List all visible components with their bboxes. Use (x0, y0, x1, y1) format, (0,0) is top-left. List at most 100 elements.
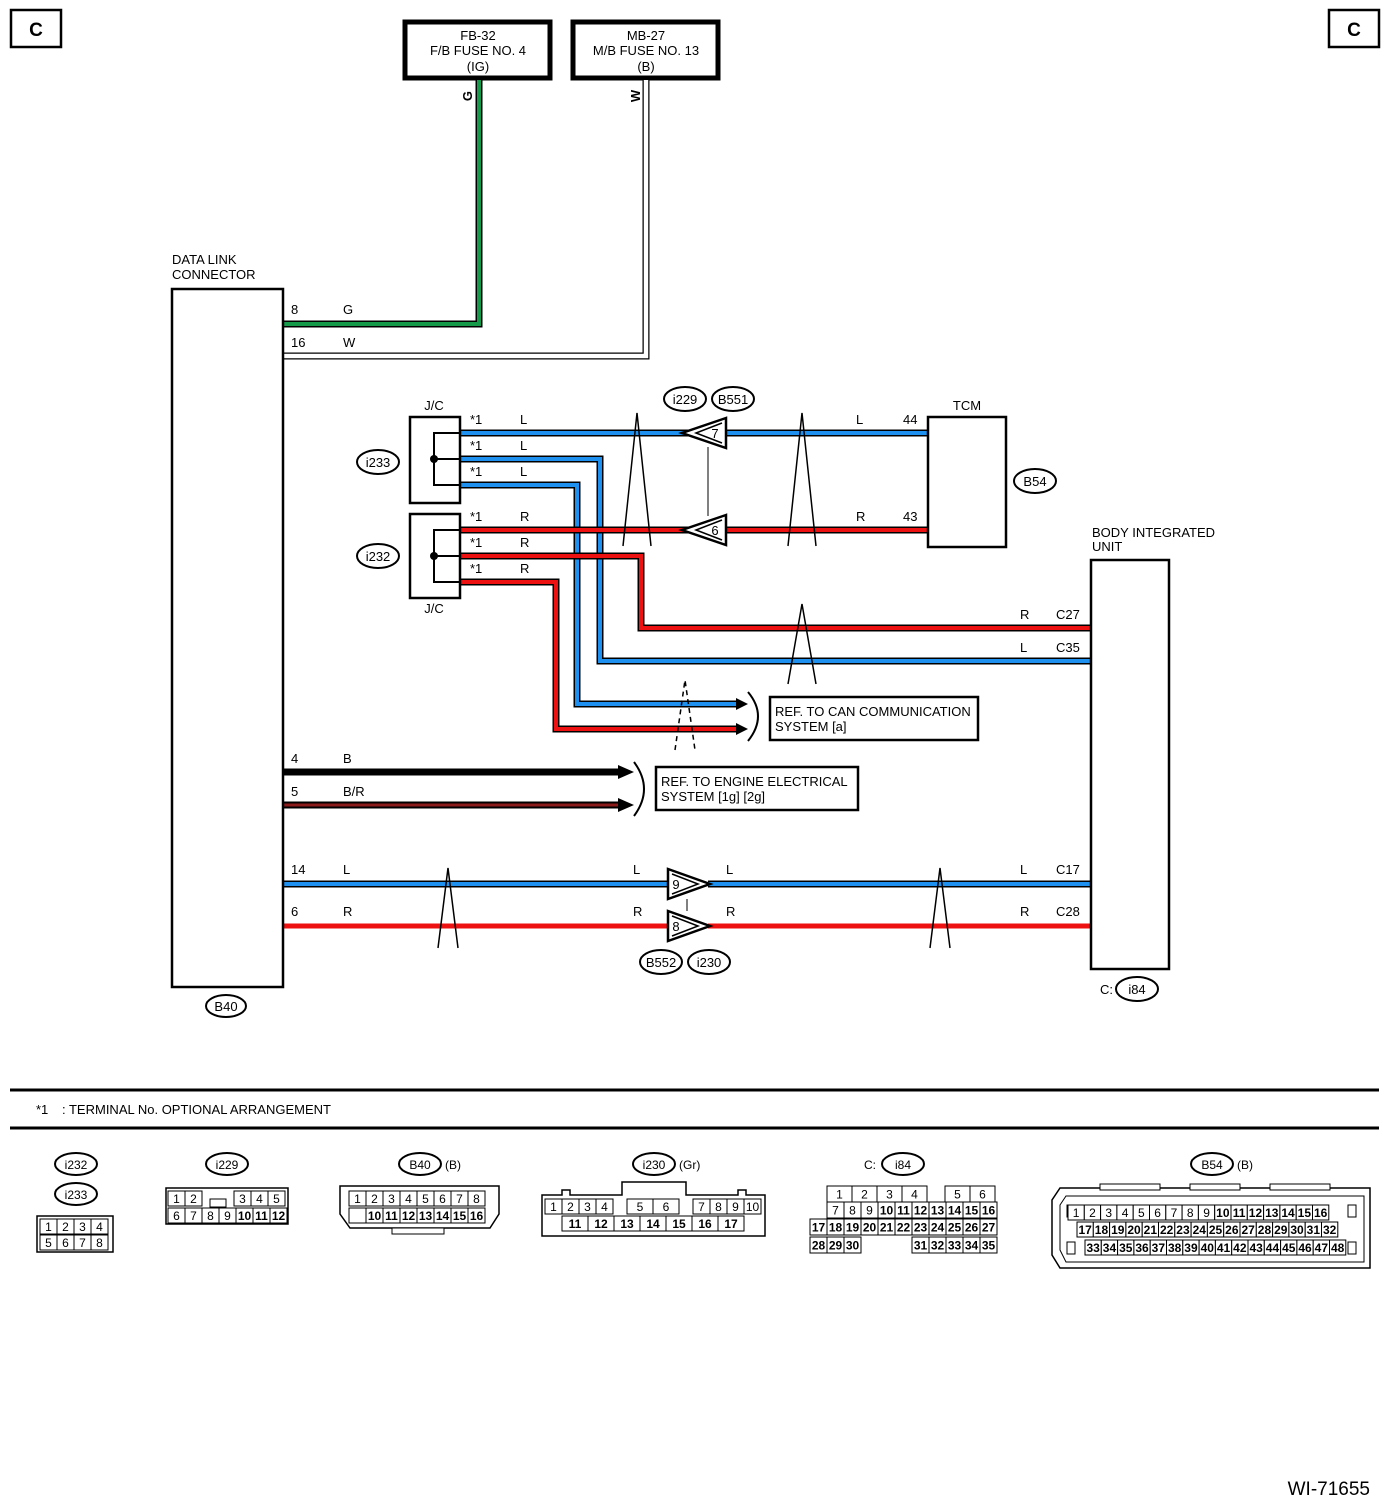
cv-i84-row1a-pin-2: 2 (861, 1188, 868, 1202)
cv-i230-bottom-pin-17: 17 (724, 1217, 738, 1231)
cv-i230-ref: i230 (643, 1158, 666, 1172)
bottom-conn-ref2-oval (687, 949, 731, 975)
jc-top-row3-color: L (520, 464, 527, 479)
dlc-label-line1: DATA LINK (172, 252, 237, 267)
twist-marker-4 (674, 679, 696, 751)
jc-bottom-row2-color: R (520, 535, 529, 550)
cv-i84-row3-pin-27: 27 (982, 1221, 996, 1235)
biu-pin-c27: C27 (1056, 607, 1080, 622)
cv-b54-row3-pin-43: 43 (1249, 1241, 1263, 1255)
cv-i84-row4b-pin-35: 35 (982, 1239, 996, 1253)
cv-i233-ref-oval (54, 1182, 98, 1206)
cv-i84-row4a-pin-29: 29 (829, 1239, 843, 1253)
cv-b40-bottom-pin-10: 10 (368, 1209, 382, 1223)
cv-i84-row3-pin-24: 24 (931, 1221, 945, 1235)
cv-i84-row2b-pin-16: 16 (982, 1204, 996, 1218)
data-link-connector (170, 287, 285, 989)
cv-i230-topright-pin-8: 8 (715, 1200, 722, 1214)
bottom-conn-ref1: B552 (646, 955, 676, 970)
cv-b54-row2-pin-29: 29 (1274, 1223, 1288, 1237)
cv-i84-row2b-cell-16 (979, 1201, 998, 1219)
cv-b54-row2-pin-21: 21 (1144, 1223, 1158, 1237)
cv-b54-row2-pin-25: 25 (1209, 1223, 1223, 1237)
corner-label-left: C (29, 20, 43, 41)
cv-b40-bottom-pin-12: 12 (402, 1209, 416, 1223)
biu-ref: i84 (1128, 982, 1145, 997)
cv-b54-row3-pin-41: 41 (1217, 1241, 1231, 1255)
cv-b54-ref: B54 (1201, 1158, 1223, 1172)
cv-i229-key (209, 1198, 227, 1208)
dlc-pin-14-color: L (343, 862, 350, 877)
cv-b54-row1a-pin-5: 5 (1138, 1206, 1145, 1220)
bottom-conn-pin8-inner (671, 915, 701, 937)
cv-b40-bottom-pin-11: 11 (385, 1209, 398, 1223)
cv-i84-row2b-pin-13: 13 (931, 1204, 945, 1218)
bottom-conn-right-color1: L (726, 862, 733, 877)
cv-b54-row2-cell-32 (1321, 1221, 1339, 1238)
cv-i84-row2b-pin-12: 12 (914, 1204, 928, 1218)
fuse-box-fb32 (402, 19, 553, 81)
cv-i229-bottom-a-pin-7: 7 (190, 1209, 197, 1223)
cv-i230-topright-pin-10: 10 (746, 1200, 760, 1214)
cv-i84-row1a-pin-4: 4 (911, 1188, 918, 1202)
tcm-box (926, 415, 1008, 549)
tcm-conn-pin6 (678, 513, 728, 547)
biu-pin-c35-color: L (1020, 640, 1027, 655)
body-integrated-unit (1089, 558, 1171, 971)
cv-i229-topright-pin-4: 4 (256, 1192, 263, 1206)
cv-i230-bottom-pin-13: 13 (620, 1217, 634, 1231)
arrow-can-l (736, 698, 748, 710)
cv-b40-top-pin-3: 3 (388, 1192, 395, 1206)
jc-bottom-ref: i232 (366, 549, 391, 564)
ref-engine-line2: SYSTEM [1g] [2g] (661, 789, 765, 804)
cv-i84-row3-pin-25: 25 (948, 1221, 962, 1235)
cv-b54-row2-pin-19: 19 (1111, 1223, 1125, 1237)
dlc-pin-4-color: B (343, 751, 352, 766)
cv-i232-top-pin-2: 2 (62, 1220, 69, 1234)
bottom-conn-pin9-label: 9 (672, 877, 679, 892)
fuse-box-mb27 (570, 19, 721, 81)
cv-i230-topmid-pin-6: 6 (663, 1200, 670, 1214)
biu-pin-c28-color: R (1020, 904, 1029, 919)
cv-b54-latch-2 (1347, 1204, 1357, 1218)
cv-b54-row3-pin-42: 42 (1233, 1241, 1247, 1255)
dlc-pin-16-color: W (343, 335, 356, 350)
cv-b40-top-cell-8 (467, 1190, 486, 1207)
jc-top-ref: i233 (366, 455, 391, 470)
cv-b54-row2-pin-28: 28 (1258, 1223, 1272, 1237)
cv-i230-bottom-cell-17 (717, 1215, 745, 1232)
tcm-pin-44: 44 (903, 412, 917, 427)
arrow-b (618, 765, 634, 779)
cv-i84-row2a-pin-8: 8 (849, 1204, 856, 1218)
cv-b54-row1b-pin-14: 14 (1281, 1206, 1295, 1220)
cv-b54-row1a-pin-2: 2 (1089, 1206, 1096, 1220)
cv-i230-topright-pin-9: 9 (732, 1200, 739, 1214)
jc-bottom-row3-mark: *1 (470, 561, 482, 576)
twist-marker-2 (787, 412, 817, 547)
jc-bottom-row1-mark: *1 (470, 509, 482, 524)
cv-i229-bottom-a-pin-9: 9 (224, 1209, 231, 1223)
cv-i230-topright-cell-10 (743, 1198, 762, 1215)
bottom-conn-right-color2: R (726, 904, 735, 919)
dlc-pin-14: 14 (291, 862, 305, 877)
cv-b54-row3-pin-38: 38 (1168, 1241, 1182, 1255)
fuse-wire-color-w: W (628, 89, 643, 102)
wire-g-outline (284, 80, 483, 328)
tcm-ref: B54 (1023, 474, 1046, 489)
cv-i232-top-pin-4: 4 (96, 1220, 103, 1234)
cv-b54-row2-pin-22: 22 (1160, 1223, 1174, 1237)
ref-engine-line1: REF. TO ENGINE ELECTRICAL (661, 774, 848, 789)
jc-top-row2-color: L (520, 438, 527, 453)
fuse-mb27-line3: (B) (637, 59, 654, 74)
tcm-pin-44-color: L (856, 412, 863, 427)
cv-b40-top-pin-7: 7 (456, 1192, 463, 1206)
cv-b54-row3-pin-44: 44 (1266, 1241, 1280, 1255)
jc-bottom-row3-color: R (520, 561, 529, 576)
cv-b54-row1a-pin-6: 6 (1154, 1206, 1161, 1220)
cv-i230-bottom-pin-12: 12 (594, 1217, 608, 1231)
cv-b54-row1a-pin-9: 9 (1203, 1206, 1210, 1220)
bottom-conn-left-color2: R (633, 904, 642, 919)
jc-top-row1-color: L (520, 412, 527, 427)
wire-can-r2 (460, 554, 1090, 630)
cv-b54-row3-pin-37: 37 (1152, 1241, 1166, 1255)
